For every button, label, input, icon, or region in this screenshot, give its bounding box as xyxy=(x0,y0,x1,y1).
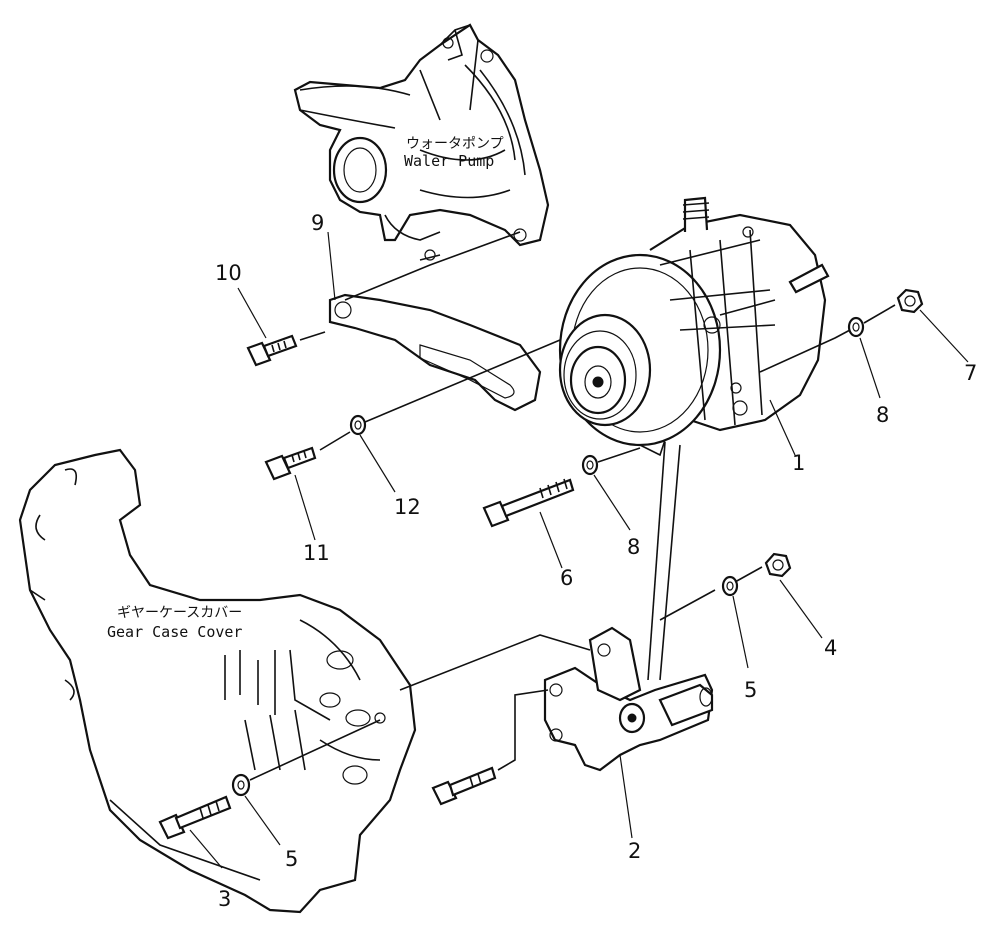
bolt-10 xyxy=(246,334,298,367)
gear-case-cover: ギヤーケースカバー Gear Case Cover xyxy=(18,448,417,914)
bolt-6 xyxy=(482,478,575,528)
callout-3: 3 xyxy=(218,887,231,911)
gear-case-caption-en: Gear Case Cover xyxy=(107,623,242,641)
callout-8-lower: 8 xyxy=(627,535,640,559)
callout-5-right: 5 xyxy=(744,678,757,702)
assembly-lines xyxy=(249,231,896,781)
washer-8-upper xyxy=(847,316,865,338)
water-pump-caption-jp: ウォータポンプ xyxy=(406,136,504,152)
callout-1: 1 xyxy=(792,451,805,475)
callout-8-upper: 8 xyxy=(876,403,889,427)
callout-2: 2 xyxy=(628,839,641,863)
bolt-bracket xyxy=(431,766,497,806)
washer-5-left xyxy=(231,773,251,797)
callout-12: 12 xyxy=(394,495,421,519)
nut-4 xyxy=(764,552,792,578)
bolt-3 xyxy=(158,795,232,840)
mounting-bracket xyxy=(543,626,714,772)
washer-5-right xyxy=(721,575,739,597)
callout-6: 6 xyxy=(560,566,573,590)
washer-8-lower xyxy=(581,454,599,476)
callout-4: 4 xyxy=(824,636,837,660)
callout-11: 11 xyxy=(303,541,330,565)
water-pump-caption-en: Waler Pump xyxy=(404,152,494,170)
water-pump-housing: ウォータポンプ Waler Pump xyxy=(293,23,550,261)
washer-12 xyxy=(349,414,367,436)
nut-7 xyxy=(896,288,924,314)
alternator xyxy=(558,196,830,457)
adjusting-bracket xyxy=(328,293,542,412)
callout-10: 10 xyxy=(215,261,242,285)
gear-case-caption-jp: ギヤーケースカバー xyxy=(117,605,242,621)
callout-9: 9 xyxy=(311,211,324,235)
callout-5-left: 5 xyxy=(285,847,298,871)
bolt-11 xyxy=(264,446,317,481)
leader-lines xyxy=(189,231,969,869)
callout-7: 7 xyxy=(964,361,977,385)
